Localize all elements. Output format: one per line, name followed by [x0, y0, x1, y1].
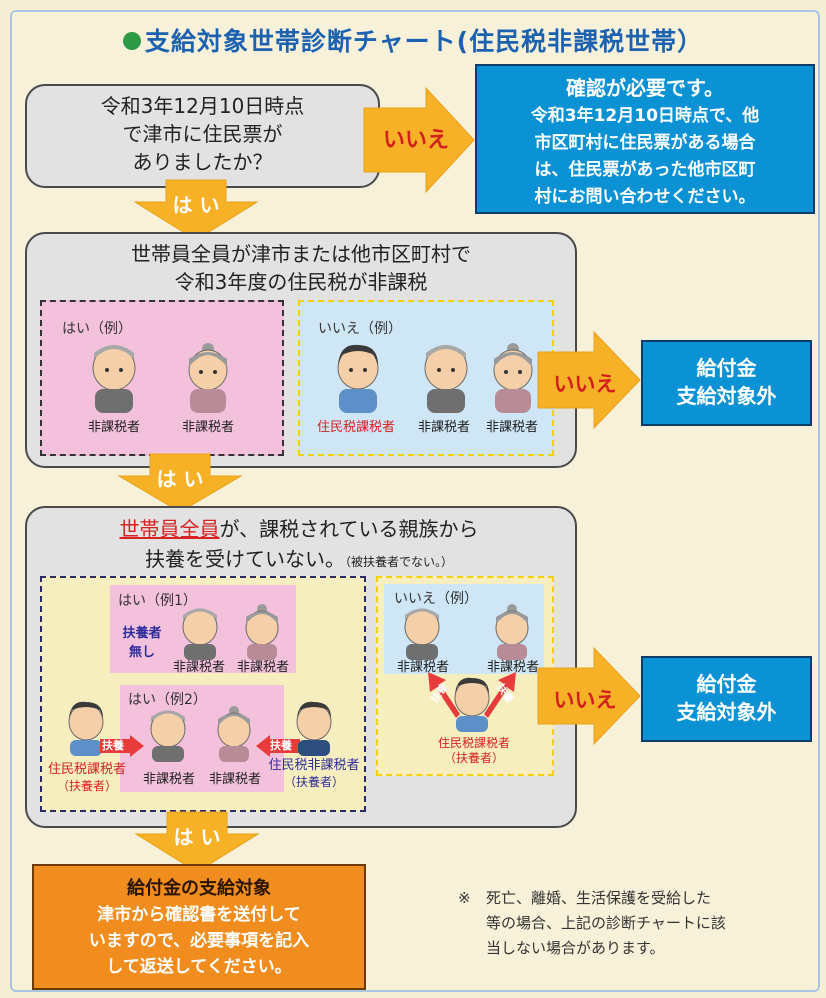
- not-eligible-box-1: 給付金 支給対象外: [641, 340, 812, 426]
- eligible-line1: 津市から確認書を送付して: [97, 905, 301, 925]
- q1-line1: 令和3年12月10日時点: [100, 94, 305, 118]
- eligible-line3: して返送してください。: [106, 957, 292, 977]
- q3-line1: が、課税されている親族から: [219, 517, 479, 541]
- footnote-line2: 等の場合、上記の診断チャートに該: [486, 914, 726, 932]
- elderly-man-icon: [150, 710, 186, 762]
- confirm-line1: 令和3年12月10日時点で、他: [530, 106, 760, 126]
- yes-label-1: は い: [172, 193, 220, 217]
- no-arrow-3: [537, 646, 641, 746]
- q3-yes-ex2-panel: [120, 685, 284, 792]
- confirm-box: 確認が必要です。 令和3年12月10日時点で、他 市区町村に住民票がある場合 は…: [475, 64, 815, 214]
- elderly-man-icon: [424, 345, 468, 413]
- nosupport-line1: 扶養者: [122, 626, 162, 641]
- elderly-man-icon: [182, 608, 218, 660]
- not-eligible-1-line1: 給付金: [696, 356, 757, 380]
- not-eligible-2-line2: 支給対象外: [676, 700, 777, 724]
- q3-no-cap2: 非課税者: [486, 660, 539, 675]
- support-arrow-upleft-icon: [428, 672, 460, 718]
- yes-arrow-1: [133, 179, 259, 241]
- q3-ex2-left1: 住民税課税者: [47, 762, 126, 777]
- q2-no-cap3: 非課税者: [485, 420, 538, 435]
- q3-line2: 扶養を受けていない。: [144, 547, 345, 571]
- not-eligible-1-line2: 支給対象外: [676, 384, 777, 408]
- eligible-box: 給付金の支給対象 津市から確認書を送付して いますので、必要事項を記入 して返送…: [32, 864, 366, 990]
- q3-emphasis: 世帯員全員: [119, 517, 220, 541]
- confirm-line3: は、住民票があった他市区町: [534, 160, 756, 180]
- support-arrow-left-icon: [256, 735, 300, 757]
- elderly-woman-icon: [495, 604, 529, 660]
- elderly-woman-icon: [217, 706, 251, 762]
- no-arrow-1: [363, 86, 475, 194]
- q3-ex2-cap2: 非課税者: [208, 772, 261, 787]
- q3-ex2-right2: （扶養者）: [283, 775, 344, 789]
- q3-yes-ex2-label: はい（例2）: [128, 692, 207, 708]
- q3-no-cap1: 非課税者: [396, 660, 449, 675]
- confirm-line4: 村にお問い合わせください。: [534, 187, 756, 207]
- support-arrow-right-icon: [100, 735, 144, 757]
- bullet-icon: [122, 32, 141, 50]
- q2-no-cap2: 非課税者: [417, 420, 470, 435]
- q2-yes-cap2: 非課税者: [181, 420, 234, 435]
- elderly-woman-icon: [493, 343, 533, 413]
- not-eligible-2-line1: 給付金: [696, 672, 757, 696]
- q1-line2: で津市に住民票が: [122, 122, 283, 146]
- q3-ex2-left2: （扶養者）: [56, 779, 117, 793]
- question-1-box: 令和3年12月10日時点 で津市に住民票が ありましたか？: [25, 84, 380, 188]
- q3-paren: （被扶養者でない。）: [344, 555, 453, 569]
- footnote-line1: 死亡、離婚、生活保護を受給した: [486, 889, 712, 907]
- q2-yes-example: [40, 300, 284, 456]
- yes-label-3: は い: [173, 825, 221, 849]
- elderly-man-icon: [404, 608, 440, 660]
- man-icon: [337, 344, 379, 413]
- q2-yes-label: はい（例）: [62, 321, 132, 337]
- q3-ex1-cap2: 非課税者: [236, 660, 289, 675]
- footnote-line3: 当しない場合があります。: [486, 939, 665, 957]
- chart-title-text: 支給対象世帯診断チャート(住民税非課税世帯）: [144, 27, 704, 56]
- no-arrow-2: [537, 330, 641, 430]
- elderly-woman-icon: [245, 604, 279, 660]
- footnote-mark: ※: [458, 889, 471, 907]
- support-label-2: 扶養: [270, 739, 292, 752]
- footnote: ※ 死亡、離婚、生活保護を受給した 等の場合、上記の診断チャートに該 当しない場…: [458, 886, 810, 961]
- q2-yes-cap1: 非課税者: [87, 420, 140, 435]
- q3-ex2-right1: 住民税非課税者: [268, 758, 360, 773]
- not-eligible-box-2: 給付金 支給対象外: [641, 656, 812, 742]
- nosupport-line2: 無し: [128, 645, 155, 660]
- man-icon: [68, 701, 104, 756]
- support-arrow-upright-icon: [484, 672, 516, 718]
- q3-yes-ex1-label: はい（例1）: [118, 593, 197, 609]
- q3-ex2-cap1: 非課税者: [142, 772, 195, 787]
- yes-label-2: は い: [156, 467, 204, 491]
- yes-arrow-2: [117, 453, 243, 513]
- q3-ex1-cap1: 非課税者: [172, 660, 225, 675]
- eligible-line2: いますので、必要事項を記入: [88, 931, 310, 951]
- confirm-line2: 市区町村に住民票がある場合: [534, 133, 756, 153]
- q2-no-label: いいえ（例）: [318, 321, 402, 337]
- q3-no-supp2: （扶養者）: [443, 751, 504, 765]
- no-label-2: いいえ: [553, 372, 617, 396]
- q2-line1: 世帯員全員が津市または他市区町村で: [131, 242, 471, 266]
- no-label-1: いいえ: [382, 128, 449, 153]
- yes-arrow-3: [134, 811, 260, 873]
- chart-title: 支給対象世帯診断チャート(住民税非課税世帯）: [0, 22, 826, 58]
- q3-no-supp1: 住民税課税者: [437, 736, 510, 750]
- support-label-1: 扶養: [102, 739, 124, 752]
- elderly-man-icon: [92, 345, 136, 413]
- man-icon: [454, 677, 490, 732]
- no-label-3: いいえ: [553, 688, 617, 712]
- q1-line3: ありましたか？: [132, 150, 273, 174]
- confirm-head: 確認が必要です。: [566, 76, 724, 100]
- q2-line2: 令和3年度の住民税が非課税: [174, 270, 428, 294]
- q2-no-cap1: 住民税課税者: [316, 420, 395, 435]
- q3-no-label: いいえ（例）: [394, 591, 478, 607]
- man-icon: [296, 701, 332, 756]
- eligible-head: 給付金の支給対象: [127, 878, 271, 899]
- elderly-woman-icon: [188, 343, 228, 413]
